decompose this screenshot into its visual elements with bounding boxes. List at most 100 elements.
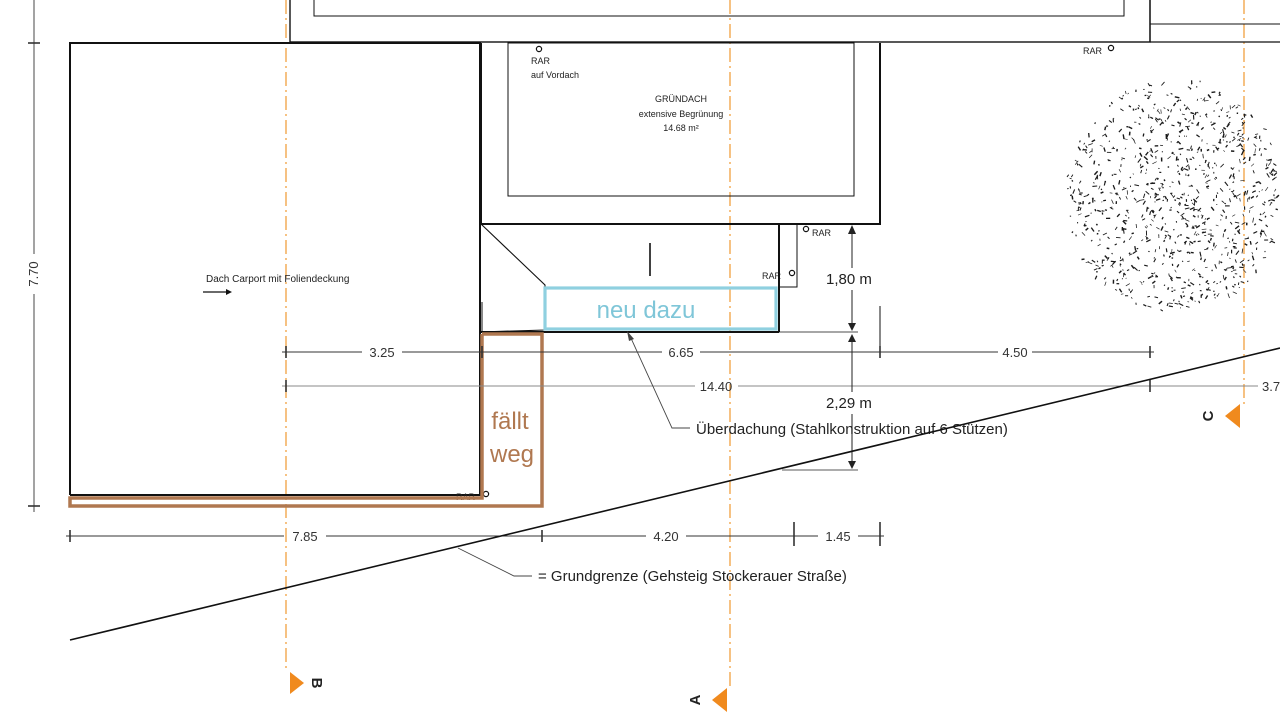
tree-stroke [1220, 109, 1222, 112]
carport-outline [69, 42, 481, 496]
tree-stroke [1200, 257, 1203, 261]
tree-stroke [1241, 140, 1244, 143]
tree-stroke [1273, 172, 1278, 177]
tree-stroke [1241, 121, 1244, 125]
rar-label: RAR [762, 271, 782, 281]
tree-stroke [1153, 214, 1157, 219]
dimension-14-40: 14.40 [700, 379, 733, 394]
tree-stroke [1136, 200, 1140, 203]
tree-stroke [1129, 289, 1134, 294]
tree-stroke [1118, 270, 1122, 274]
tree-stroke [1158, 188, 1161, 192]
tree-stroke [1178, 172, 1181, 176]
tree-stroke [1274, 188, 1277, 192]
tree-stroke [1119, 265, 1121, 267]
tree-stroke [1275, 208, 1279, 211]
tree-stroke [1127, 92, 1130, 95]
tree-stroke [1226, 123, 1230, 128]
tree-stroke [1232, 276, 1235, 279]
tree-stroke [1179, 122, 1182, 127]
tree-stroke [1239, 275, 1242, 278]
tree-stroke [1222, 139, 1225, 141]
tree-stroke [1204, 295, 1209, 300]
tree-stroke [1232, 173, 1235, 178]
rar-label: RAR [812, 228, 832, 238]
tree-stroke [1264, 250, 1266, 253]
tree-stroke [1169, 192, 1174, 197]
rar-dot [788, 269, 796, 277]
tree-stroke [1204, 159, 1207, 164]
tree-stroke [1206, 286, 1210, 292]
tree-stroke [1110, 101, 1113, 105]
tree-stroke [1202, 97, 1206, 101]
tree-stroke [1166, 94, 1169, 96]
tree-stroke [1154, 249, 1157, 253]
tree-stroke [1248, 156, 1251, 162]
tree-stroke [1192, 156, 1195, 159]
tree-stroke [1187, 194, 1190, 197]
tree-stroke [1205, 185, 1210, 188]
tree-stroke [1134, 245, 1137, 251]
tree-stroke [1163, 179, 1166, 182]
tree-stroke [1195, 233, 1198, 236]
tree-stroke [1138, 122, 1141, 125]
tree-stroke [1227, 293, 1230, 299]
tree-stroke [1087, 261, 1093, 265]
tree-stroke [1103, 147, 1106, 152]
tree-stroke [1176, 170, 1180, 173]
tree-stroke [1231, 131, 1235, 134]
tree-stroke [1089, 150, 1093, 153]
tree-stroke [1173, 228, 1175, 231]
tree-stroke [1180, 212, 1185, 217]
tree-stroke [1108, 119, 1113, 124]
tree-stroke [1221, 200, 1225, 204]
tree-stroke [1160, 109, 1162, 114]
tree-stroke [1250, 195, 1255, 199]
rar-dot [1107, 44, 1115, 52]
tree-stroke [1154, 296, 1159, 299]
tree-stroke [1153, 272, 1156, 274]
tree-stroke [1164, 235, 1168, 239]
tree-stroke [1130, 264, 1135, 269]
tree-stroke [1164, 234, 1167, 237]
tree-stroke [1154, 177, 1157, 181]
arrowhead [848, 225, 856, 234]
tree-stroke [1231, 189, 1235, 193]
tree-stroke [1189, 243, 1191, 246]
tree-stroke [1149, 211, 1152, 216]
tree-stroke [1234, 225, 1240, 230]
rar-vordach-label: auf Vordach [531, 70, 579, 80]
tree-stroke [1177, 158, 1180, 161]
tree-stroke [1145, 172, 1147, 174]
tree-stroke [1083, 223, 1086, 227]
tree-stroke [1186, 225, 1189, 228]
tree-stroke [1150, 116, 1154, 120]
tree-stroke [1091, 139, 1096, 143]
tree-stroke [1231, 104, 1236, 109]
tree-stroke [1222, 129, 1225, 134]
tree-stroke [1177, 121, 1181, 125]
dimension-7-70: 7.70 [26, 261, 41, 286]
tree-stroke [1181, 193, 1184, 196]
tree-stroke [1157, 110, 1161, 115]
tree-stroke [1210, 121, 1213, 123]
tree-stroke [1123, 240, 1126, 244]
tree-stroke [1088, 154, 1093, 159]
tree-stroke [1259, 213, 1262, 216]
tree-stroke [1111, 252, 1113, 255]
tree-stroke [1201, 221, 1206, 225]
tree-stroke [1226, 267, 1232, 269]
tree-stroke [1198, 300, 1201, 304]
tree-stroke [1116, 278, 1119, 282]
tree-stroke [1207, 240, 1211, 244]
tree-stroke [1266, 173, 1270, 178]
tree-stroke [1140, 169, 1143, 174]
rar-dot [482, 490, 490, 498]
tree-stroke [1098, 267, 1101, 270]
section-a-arrow [712, 688, 727, 712]
tree-stroke [1155, 274, 1158, 277]
tree-stroke [1168, 275, 1173, 280]
tree-stroke [1191, 202, 1196, 206]
tree-stroke [1186, 106, 1190, 111]
tree-stroke [1190, 184, 1194, 187]
